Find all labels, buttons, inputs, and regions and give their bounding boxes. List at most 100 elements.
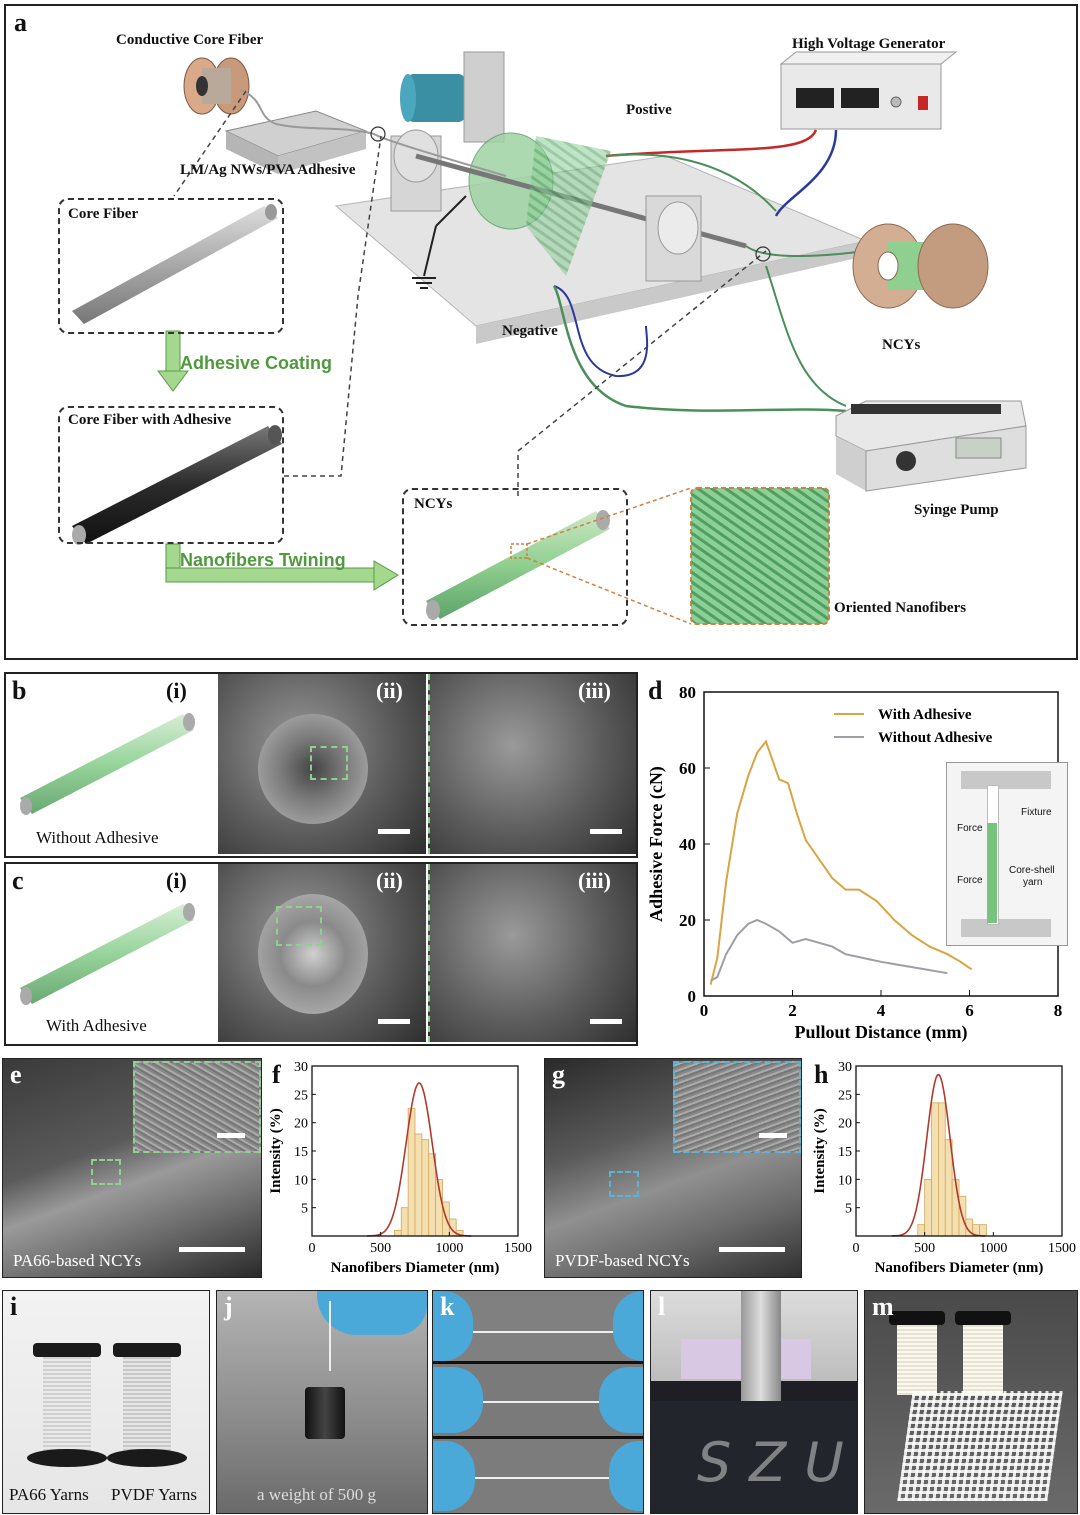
x-tick-label: 0 <box>853 1241 860 1256</box>
inset-yarn-1: Core-shell <box>1009 865 1055 876</box>
x-axis-label: Nanofibers Diameter (nm) <box>875 1260 1044 1276</box>
y-tick-label: 80 <box>679 683 696 702</box>
y-tick-label: 15 <box>294 1145 308 1160</box>
x-tick-label: 8 <box>1054 1001 1063 1020</box>
sem-b-ii <box>218 674 426 854</box>
x-axis-label: Pullout Distance (mm) <box>795 1022 968 1043</box>
label-pa66-yarns: PA66 Yarns <box>9 1485 89 1504</box>
y-tick-label: 40 <box>679 835 696 854</box>
label-syringe-pump: Syinge Pump <box>914 502 999 518</box>
panel-c-caption: With Adhesive <box>46 1016 147 1035</box>
panel-m-letter: m <box>872 1292 894 1321</box>
panel-a: a Conductive Core Fiber High Voltage Gen… <box>4 4 1078 660</box>
sem-c-ii <box>218 864 426 1042</box>
label-adhesive-coating: Adhesive Coating <box>180 353 333 373</box>
hv-generator <box>779 51 958 65</box>
panel-j-letter: j <box>224 1292 233 1321</box>
legend-label-1: Without Adhesive <box>878 730 993 746</box>
sem-g-inset <box>673 1061 801 1153</box>
inset-force-bottom: Force <box>957 875 983 886</box>
scalebar-c-iii <box>590 1019 622 1024</box>
label-ncys-box: NCYs <box>414 496 453 512</box>
label-postive: Postive <box>626 102 672 118</box>
series-line-1 <box>710 918 948 982</box>
yarn-without-adhesive <box>20 713 195 815</box>
inset-fixture: Fixture <box>1021 807 1052 818</box>
x-tick-label: 500 <box>370 1241 391 1256</box>
panel-e-caption: PA66-based NCYs <box>13 1251 142 1270</box>
panel-c-iii: (iii) <box>578 868 611 893</box>
y-tick-label: 15 <box>838 1145 852 1160</box>
panel-l: SZU <box>650 1290 858 1514</box>
panel-d-letter: d <box>648 676 663 705</box>
label-adhesive-bath: LM/Ag NWs/PVA Adhesive <box>180 162 356 178</box>
panel-b: b (i) Without Adhesive (ii) (iii) <box>4 672 638 858</box>
label-negative: Negative <box>502 323 558 339</box>
panel-j: a weight of 500 g <box>216 1290 428 1514</box>
histogram-bar <box>944 1139 953 1237</box>
panel-b-letter: b <box>12 676 27 705</box>
y-axis-label: Intensity (%) <box>268 1108 284 1193</box>
scalebar-e <box>179 1247 245 1252</box>
y-tick-label: 25 <box>838 1088 852 1103</box>
x-tick-label: 2 <box>788 1001 797 1020</box>
y-tick-label: 10 <box>838 1173 852 1188</box>
motor <box>406 74 466 122</box>
histogram-bar <box>393 1229 402 1237</box>
inset-yarn-2: yarn <box>1023 877 1043 888</box>
panel-c-ii: (ii) <box>376 868 403 893</box>
y-tick-label: 60 <box>679 759 696 778</box>
x-tick-label: 4 <box>877 1001 886 1020</box>
histogram-bar <box>421 1139 430 1237</box>
x-tick-label: 1500 <box>1048 1241 1076 1256</box>
panel-b-caption: Without Adhesive <box>36 828 159 847</box>
sem-c-iii <box>428 864 636 1042</box>
sem-e-inset <box>133 1061 261 1153</box>
sem-b-iii <box>428 674 636 854</box>
panel-c-letter: c <box>12 866 24 895</box>
panel-c: c (i) With Adhesive (ii) (iii) <box>4 862 638 1046</box>
gaussian-fit-line <box>366 1082 472 1237</box>
oriented-nanofibers-zoom <box>690 487 830 625</box>
histogram-bar <box>407 1108 416 1237</box>
x-tick-label: 0 <box>700 1001 709 1020</box>
y-tick-label: 20 <box>838 1117 852 1132</box>
panel-g: PVDF-based NCYs <box>544 1058 802 1278</box>
scalebar-g <box>719 1247 785 1252</box>
glove <box>317 1291 427 1335</box>
panel-g-letter: g <box>552 1060 565 1089</box>
series-line-0 <box>709 739 973 985</box>
y-tick-label: 0 <box>688 987 697 1006</box>
yarn-with-adhesive <box>20 903 195 1005</box>
label-pvdf-yarns: PVDF Yarns <box>111 1485 197 1504</box>
panel-a-schematic <box>72 51 1027 625</box>
panel-i-letter: i <box>10 1292 18 1321</box>
y-tick-label: 20 <box>679 911 696 930</box>
histogram-bar <box>931 1102 939 1237</box>
sewn-text-szu: SZU <box>697 1431 862 1494</box>
label-nanofibers-twining: Nanofibers Twining <box>180 550 346 570</box>
scalebar-b-iii <box>590 829 622 834</box>
y-tick-label: 20 <box>294 1117 308 1132</box>
panel-b-ii: (ii) <box>376 678 403 703</box>
pullout-inset: Force Force Fixture Core-shell yarn <box>946 762 1068 946</box>
panel-h-letter: h <box>814 1060 829 1089</box>
panel-k-letter: k <box>440 1292 455 1321</box>
ncys-box <box>402 488 628 626</box>
label-core-fiber: Core Fiber <box>68 206 139 222</box>
panel-k <box>432 1290 644 1514</box>
inset-force-top: Force <box>957 823 983 834</box>
y-axis-label: Adhesive Force (cN) <box>646 766 667 922</box>
histogram-bar <box>979 1224 987 1237</box>
x-tick-label: 1000 <box>979 1241 1007 1256</box>
x-axis-label: Nanofibers Diameter (nm) <box>331 1260 500 1276</box>
panel-f-letter: f <box>272 1060 281 1089</box>
panel-g-caption: PVDF-based NCYs <box>555 1251 690 1270</box>
scalebar-g-inset <box>759 1133 787 1138</box>
histogram-bar <box>400 1207 409 1237</box>
legend-label-0: With Adhesive <box>878 707 972 723</box>
panel-e: PA66-based NCYs <box>2 1058 262 1278</box>
panel-l-letter: l <box>658 1292 666 1321</box>
